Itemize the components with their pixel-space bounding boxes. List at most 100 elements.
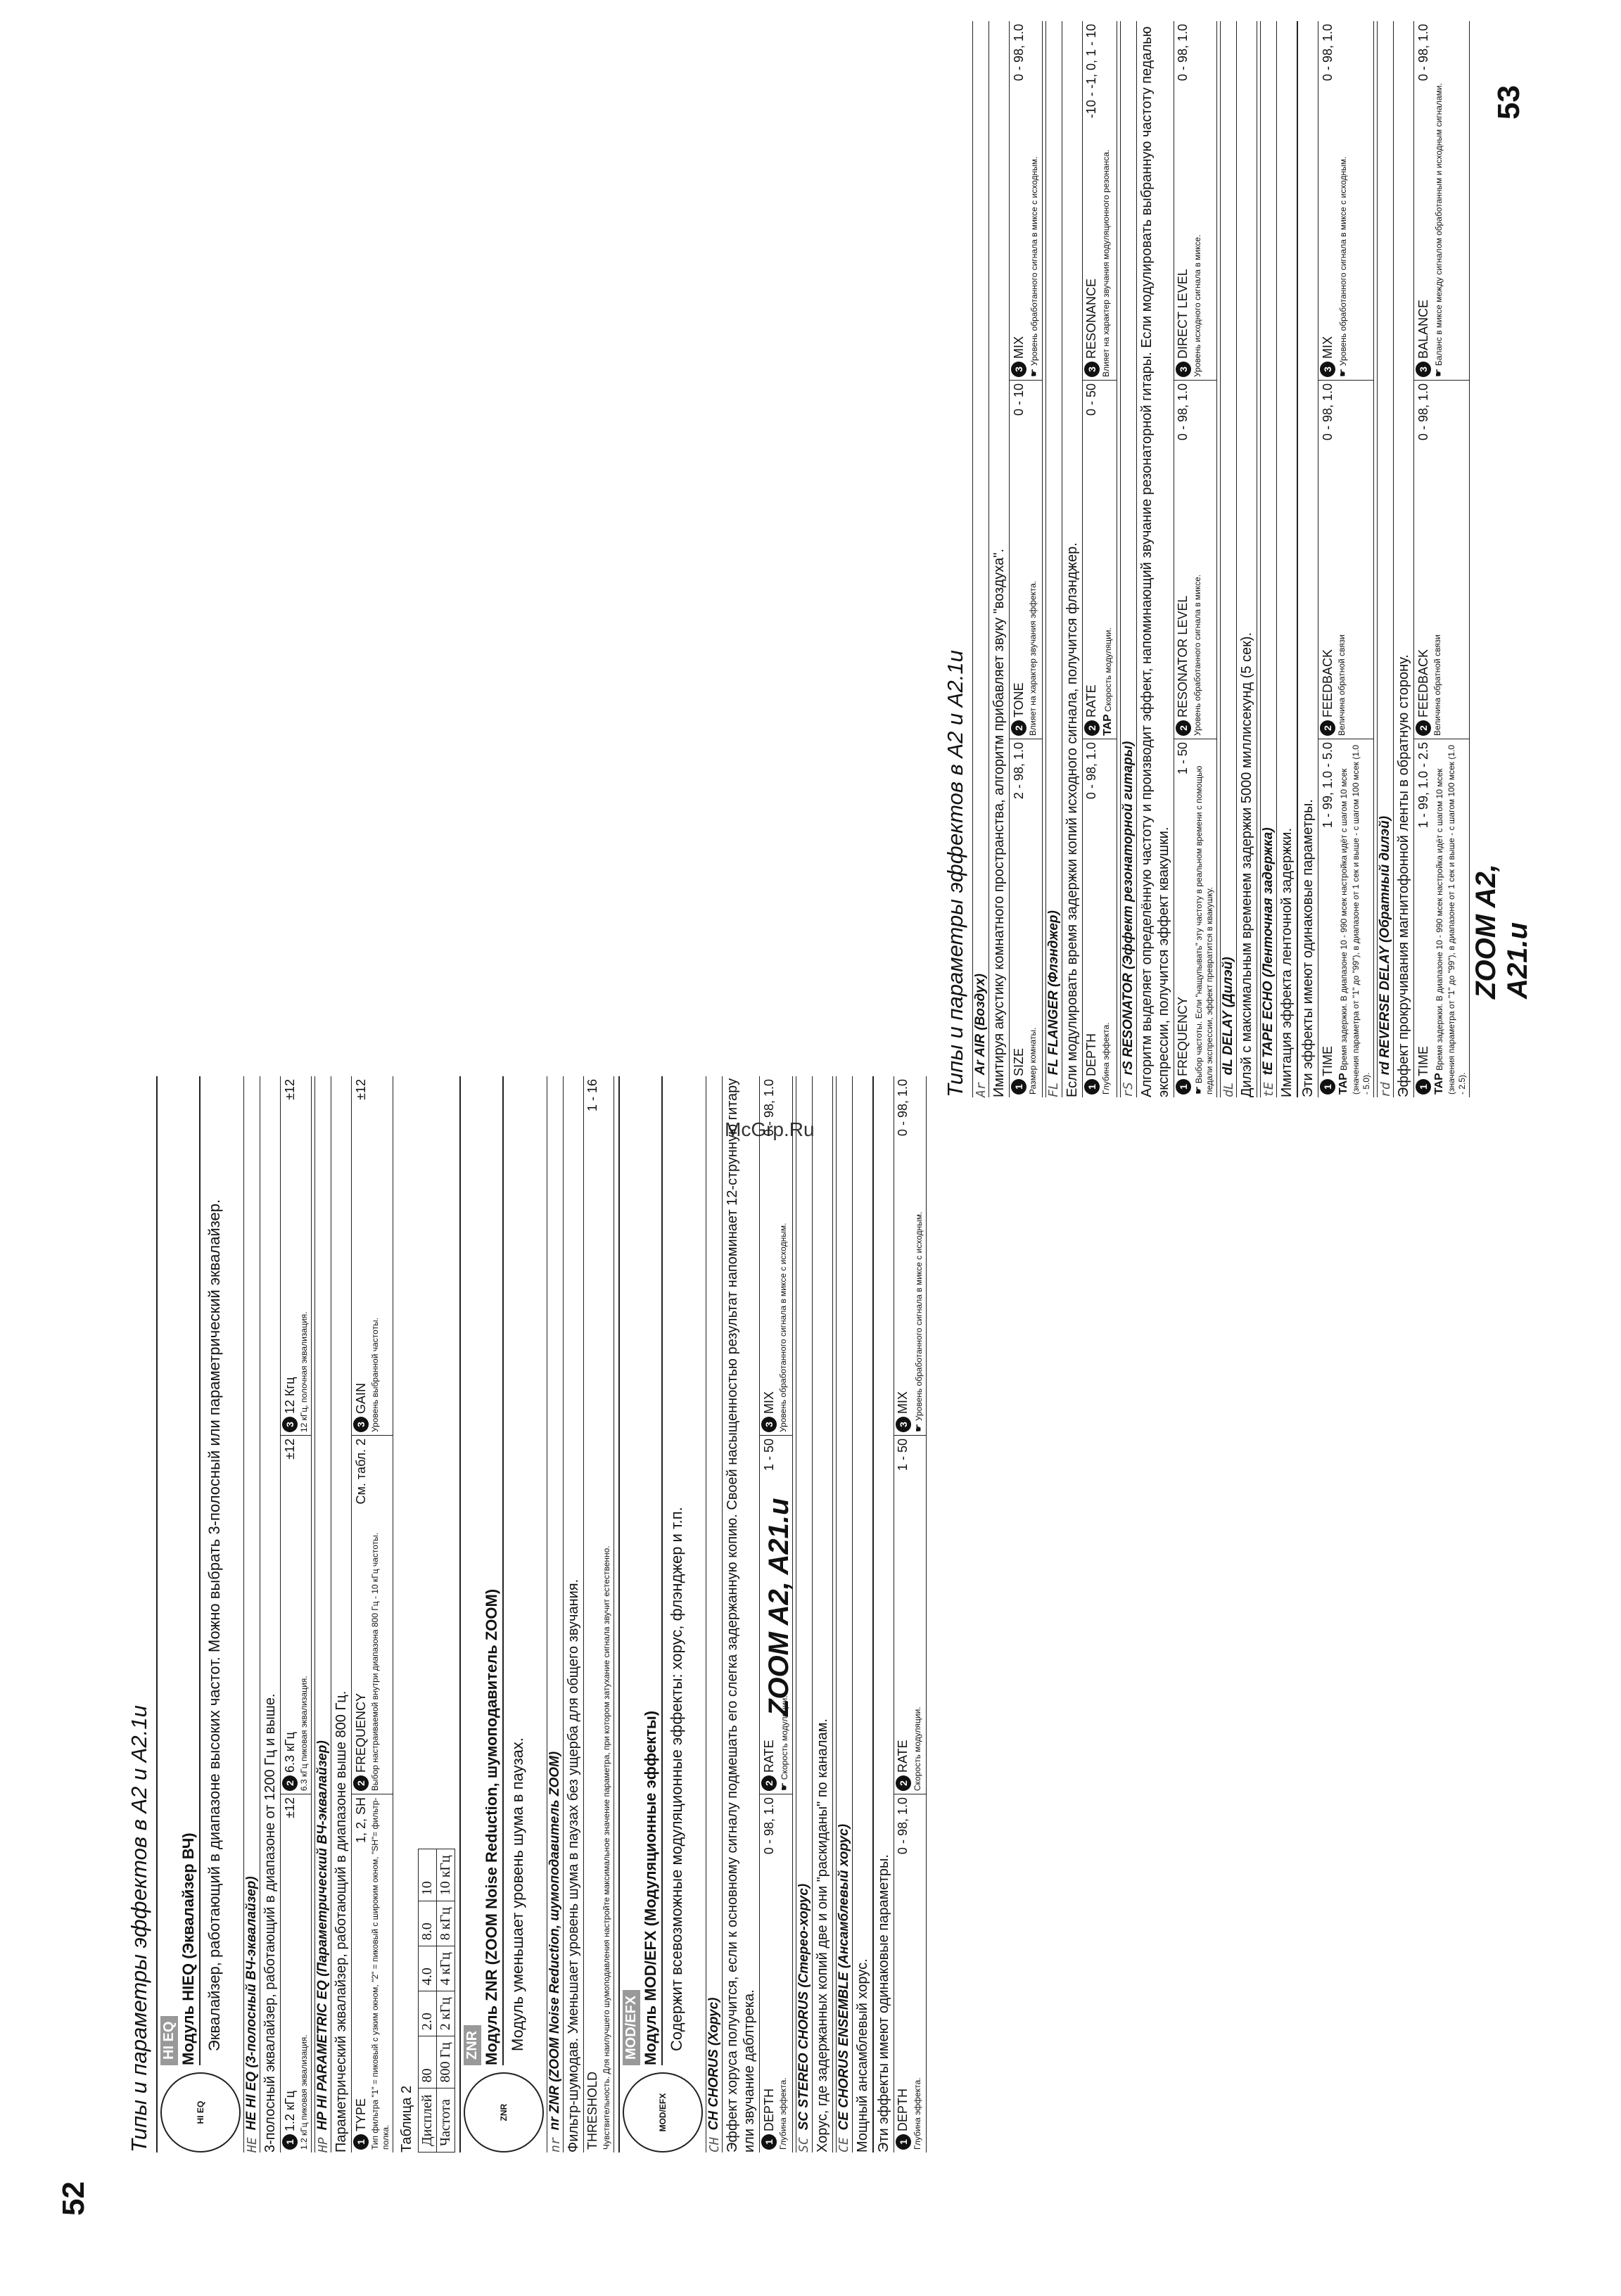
module-modefx: MOD/EFX MOD/EFX Модуль MOD/EFX (Модуляци…: [618, 1076, 703, 2152]
param-desc: Уровень выбранной частоты.: [370, 1318, 380, 1432]
param-range: 0 - 10: [1011, 383, 1026, 416]
page-number-52: 52: [56, 2181, 91, 2216]
param-name: RATE: [1084, 684, 1098, 718]
param-number: 1: [761, 2134, 777, 2150]
effect-code: tE: [1261, 1082, 1276, 1097]
param-range: 0 - 98, 1.0: [761, 1797, 776, 1855]
tap-label: TAP: [1433, 1073, 1445, 1095]
module-desc: Модуль уменьшает уровень шума в паузах.: [509, 1737, 526, 2051]
effect-name: CE CHORUS ENSEMBLE (Ансамблевый хорус): [836, 1823, 851, 2131]
param-desc: Уровень исходного сигнала в миксе.: [1192, 234, 1202, 377]
tap-label: TAP: [1101, 714, 1114, 736]
effect-name: dL DELAY (Дилэй): [1221, 957, 1235, 1076]
param-number: 2: [895, 1775, 911, 1791]
page-header: Типы и параметры эффектов в A2 и A2.1u: [943, 650, 967, 1097]
effect-code: HE: [244, 2137, 260, 2152]
param-range: См. табл. 2: [353, 1439, 368, 1505]
cell: 800 Гц: [436, 2036, 455, 2088]
cell: Частота: [436, 2088, 455, 2152]
param-name: DEPTH: [896, 2088, 910, 2131]
param-desc: Уровень обработанного сигнала в миксе.: [1192, 574, 1202, 736]
hand-pointer-icon: ☛: [1028, 368, 1039, 377]
param-range: ±12: [282, 1439, 297, 1460]
param-name: 12 Кгц: [282, 1377, 297, 1414]
param-desc: Глубина эффекта.: [912, 2077, 922, 2150]
hand-pointer-icon: ☛: [1432, 368, 1444, 377]
param-name: 6.3 кГц: [282, 1732, 297, 1773]
param-desc: Тип фильтра "1" = пиковый с узким окном,…: [370, 1797, 390, 2150]
param-range: 1 - 99, 1.0 - 2.5: [1416, 742, 1430, 829]
effect-name: SC STEREO CHORUS (Стерео-хорус): [796, 1883, 811, 2131]
param-desc: Влияет на характер звучания модуляционно…: [1100, 149, 1111, 377]
param-range: 0 - 98, 1.0: [1176, 24, 1190, 82]
module-title: Модуль HIEQ (Эквалайзер ВЧ): [178, 1076, 201, 2065]
effect-desc: Имитируя акустику комнатного пространств…: [989, 21, 1010, 1097]
param-range: 0 - 98, 1.0: [1176, 383, 1190, 441]
param-name: DEPTH: [761, 2088, 776, 2131]
param-number: 2: [761, 1775, 777, 1791]
param-range: 0 - 98, 1.0: [1416, 383, 1430, 441]
cell: Дисплей: [418, 2088, 437, 2152]
param-number: 3: [1011, 362, 1026, 377]
cell: 4 кГц: [436, 1946, 455, 1991]
page-53: Типы и параметры эффектов в A2 и A2.1u A…: [943, 21, 1470, 1097]
hand-pointer-icon: ☛: [1192, 1085, 1204, 1095]
effect-code: Ar: [973, 1082, 989, 1097]
param-name: RATE: [896, 1740, 910, 1773]
param: 2 FREQUENCY См. табл. 2 Выбор настраиваемой…: [352, 1435, 393, 1794]
footer-right: ZOOM A2, A21.u: [1470, 864, 1533, 999]
cell: 10 кГц: [436, 1849, 455, 1901]
param-name: FREQUENCY: [353, 1692, 368, 1773]
param-number: 1: [1175, 1079, 1191, 1095]
param-range: 0 - 50: [1084, 383, 1098, 416]
param-number: 1: [282, 2134, 298, 2150]
param-number: 1: [1011, 1079, 1026, 1095]
param-name: GAIN: [353, 1382, 368, 1414]
module-bar: HI EQ: [160, 2015, 178, 2065]
param-desc: Уровень обработанного сигнала в миксе с …: [778, 1223, 788, 1432]
param-desc: 6.3 кГц пиковая эквализация.: [299, 1676, 309, 1791]
param-desc: Выбор настраиваемой внутри диапазона 800…: [370, 1532, 380, 1791]
effect-desc: Эффект прокручивания магнитофонной ленты…: [1393, 21, 1414, 1097]
param-desc: Уровень обработанного сигнала в миксе с …: [1338, 156, 1348, 366]
param-desc: Баланс в миксе между сигналом обработанн…: [1434, 83, 1444, 366]
hand-pointer-icon: ☛: [1337, 368, 1348, 377]
effect-desc: Хорус, где задержанных копий две и они "…: [811, 1076, 833, 2152]
footer-left: ZOOM A2, A21.u: [763, 1498, 794, 1716]
hieq-knob-icon: HI EQ: [160, 2072, 241, 2152]
param-name: RATE: [761, 1740, 776, 1773]
param-desc: Величина обратной связи: [1432, 634, 1442, 736]
param-number: 2: [1011, 720, 1026, 736]
effect-desc: Имитация эффекта ленточной задержки.: [1276, 21, 1297, 1097]
param-range: ±12: [282, 1797, 297, 1818]
param-name: MIX: [1011, 336, 1026, 359]
param-desc: Скорость модуляции.: [912, 1707, 922, 1791]
param-number: 3: [895, 1417, 911, 1432]
param-desc: 12 кГц, полочная эквализация.: [299, 1311, 309, 1432]
effect-desc: Дилэй с максимальным временем задержки 5…: [1236, 21, 1257, 1097]
param-range: 1 - 99, 1.0 - 5.0: [1320, 742, 1335, 829]
param-number: 1: [1416, 1079, 1431, 1095]
param-desc: Глубина эффекта.: [1100, 1022, 1111, 1095]
param-number: 2: [353, 1775, 369, 1791]
param-desc: Время задержки. В диапазоне 10 - 990 мсе…: [1339, 744, 1371, 1095]
